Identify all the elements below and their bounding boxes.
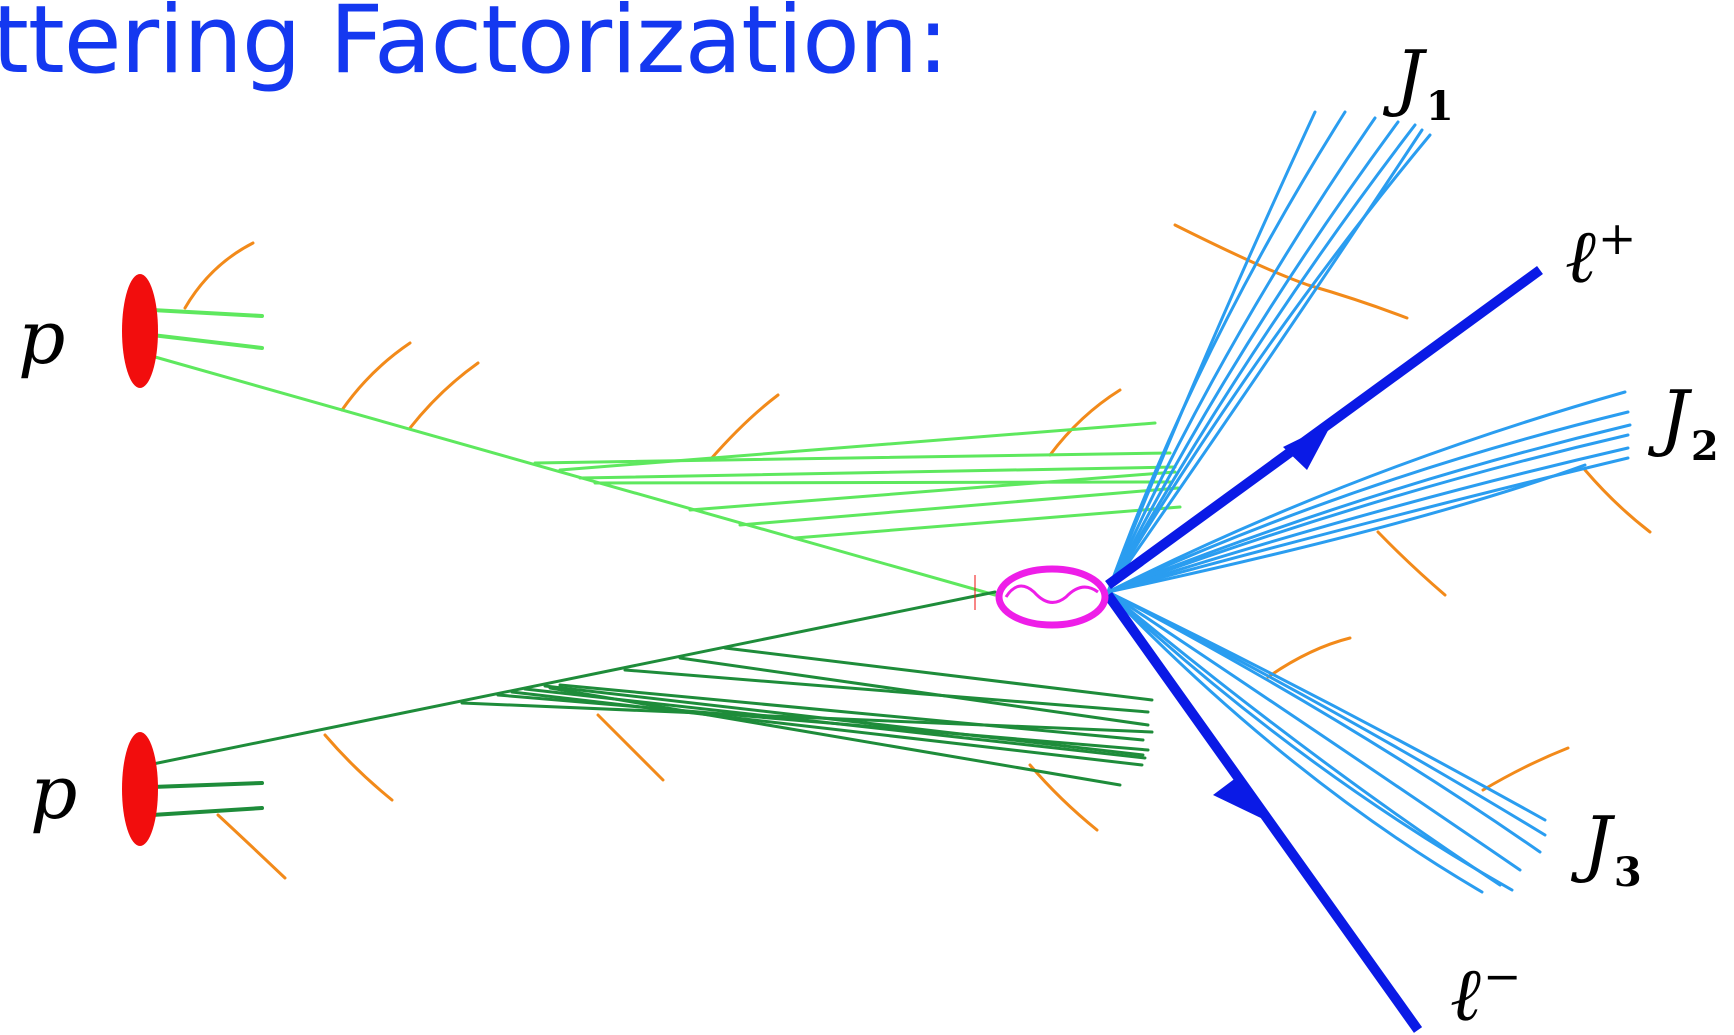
labels: p p J1 J2 J3 ℓ+ ℓ− [18,35,1719,1035]
jet-1-track [1106,120,1400,594]
bottom-parton-shower [146,590,1154,817]
soft-arc [216,813,287,880]
initial-state-emission [558,421,1157,472]
incoming-parton [146,353,997,597]
jet-1-track [1106,128,1424,594]
jet-3-label: J3 [1570,801,1642,896]
jet-3-track [1106,590,1514,892]
initial-state-emission [623,668,1150,714]
jets [1106,110,1632,894]
soft-arc [340,341,412,412]
jet-1-label: J1 [1382,35,1454,130]
soft-arc [1376,530,1447,597]
initial-state-emission [543,684,1145,757]
soft-arc [596,713,665,782]
initial-state-emission [723,646,1154,702]
proton-bottom-blob [122,732,158,846]
proton-bottom-label: p [30,750,77,836]
soft-arc [708,393,780,462]
initial-state-emission [533,451,1172,465]
proton-top-blob [122,274,158,388]
initial-state-emission [678,656,1150,727]
spectator-parton [150,333,264,350]
initial-state-emission [793,505,1182,540]
wavy-line-icon [1004,584,1099,604]
jet-2-track [1106,463,1587,594]
leptons [1103,265,1543,1033]
lepton-plus-label: ℓ+ [1565,211,1636,300]
jet-3-track [1106,590,1522,872]
jet-2-track [1106,410,1630,594]
jet-3-track [1106,590,1484,894]
soft-arc [1048,388,1122,457]
spectator-parton [150,781,264,789]
soft-arc [408,361,480,430]
jet-3-track [1106,590,1502,887]
jet-1-track [1106,110,1347,594]
hard-vertex-ellipse [995,565,1109,629]
jet-1-track [1106,116,1377,594]
initial-state-emission [548,686,1122,787]
jet-2-track [1106,390,1627,594]
lepton-plus-arrow-icon [1283,423,1332,470]
jet-1-track [1106,123,1417,594]
initial-state-emission [558,683,1145,742]
proton-top-label: p [18,295,65,381]
lepton-minus-track [1103,592,1423,1033]
spectator-parton [150,308,264,318]
soft-arc [1266,636,1352,679]
soft-arc [1173,223,1409,320]
soft-arc [1481,746,1570,792]
jet-2-label: J2 [1647,375,1719,470]
soft-arc [323,733,394,802]
jet-2-track [1106,423,1632,594]
jet-2-track [1106,433,1630,594]
lepton-minus-arrow-icon [1213,777,1265,820]
initial-state-emission [578,465,1177,480]
jet-3-track [1106,590,1542,854]
hard-vertex [974,565,1109,629]
slide-title: ttering Factorization: [0,0,949,95]
protons [122,274,158,846]
lepton-minus-label: ℓ− [1450,949,1521,1035]
top-parton-shower [146,308,1182,597]
jet-2-track [1106,446,1630,594]
soft-arc [1583,468,1652,534]
spectator-parton [150,806,264,817]
incoming-parton [146,590,997,767]
jet-1-track [1106,133,1432,594]
initial-state-emission [738,486,1180,527]
initial-state-emission [688,470,1177,512]
initial-state-emission [593,480,1174,485]
soft-arc [183,241,255,310]
initial-state-emission [510,690,1144,767]
